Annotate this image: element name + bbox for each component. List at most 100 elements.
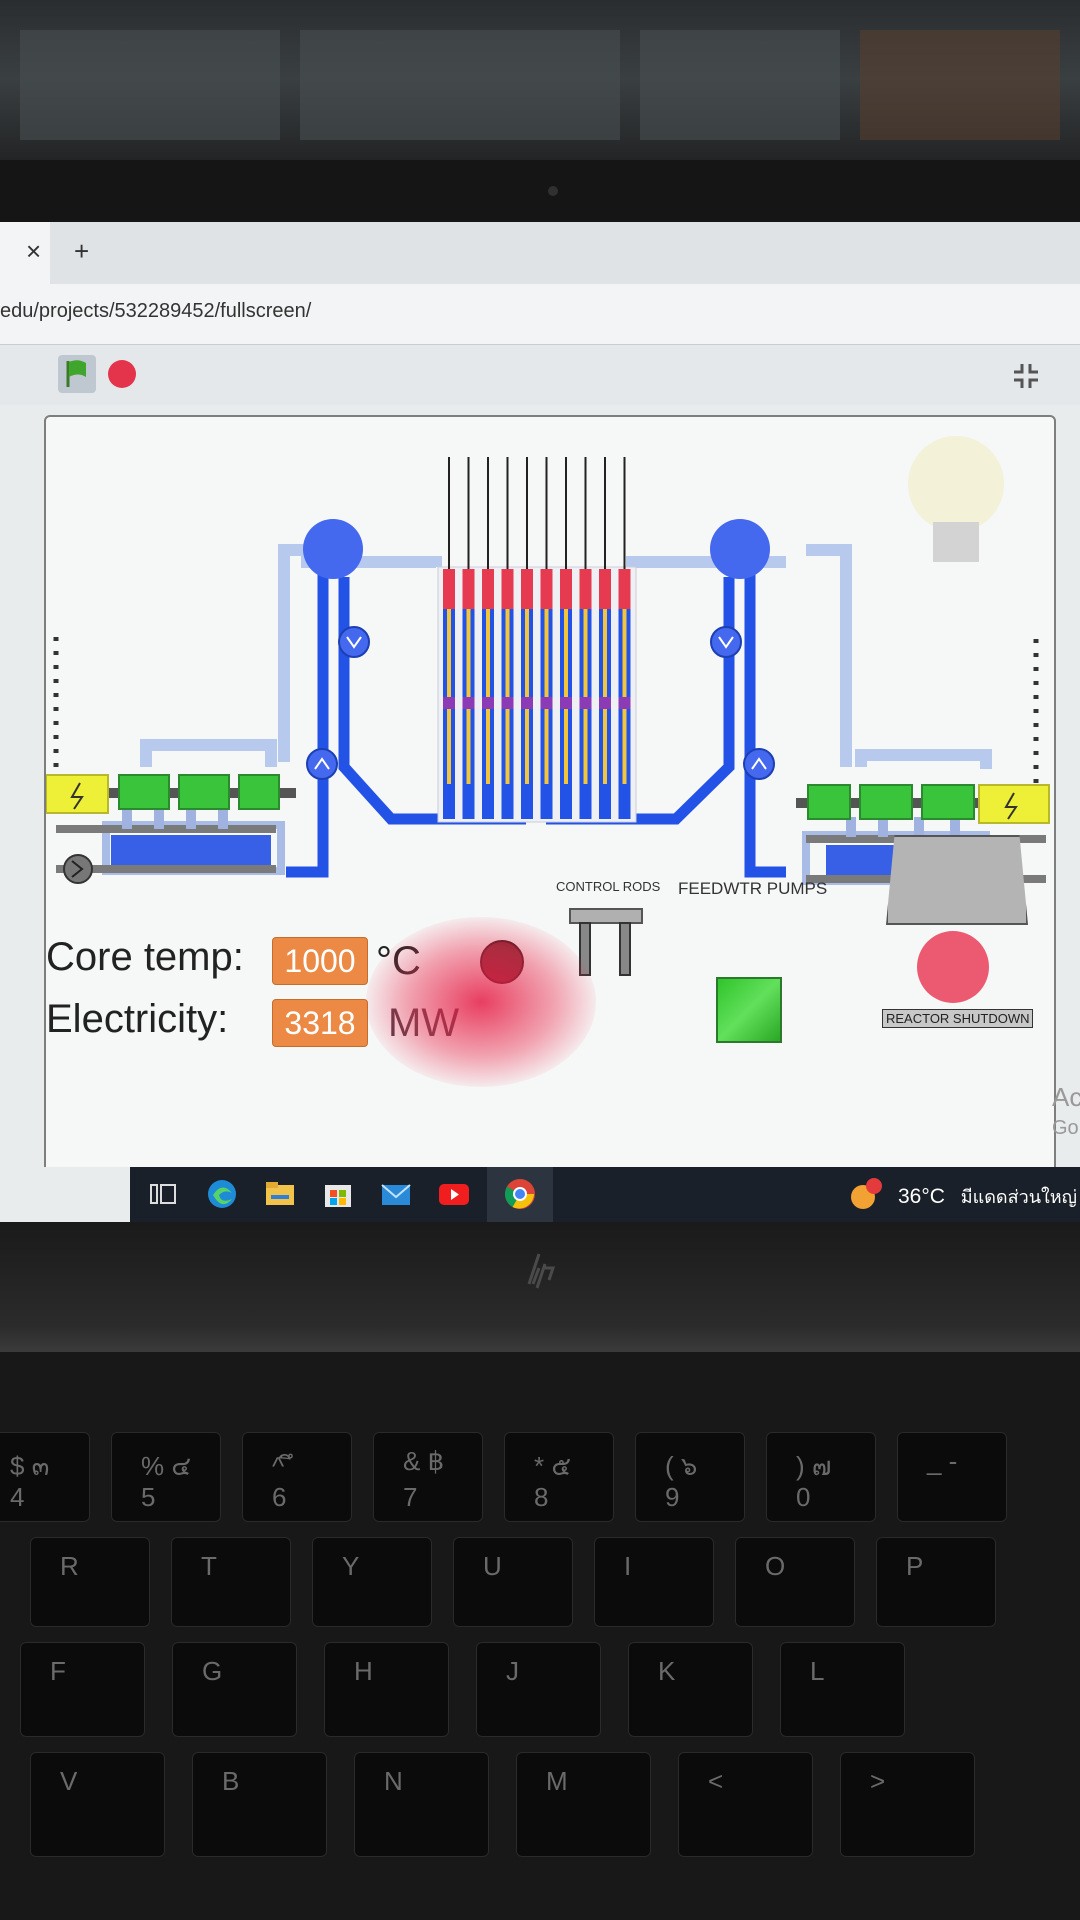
keyboard-key[interactable]: H [324, 1642, 449, 1737]
active-tab[interactable] [0, 222, 50, 284]
turbine-feed-pipes [122, 809, 960, 837]
tab-close-button[interactable]: × [26, 236, 42, 266]
key-label: 5 [141, 1482, 156, 1512]
reactor-shutdown-button[interactable] [917, 931, 989, 1003]
address-bar[interactable]: edu/projects/532289452/fullscreen/ [0, 284, 1080, 345]
rod-tip [618, 569, 631, 609]
chrome-icon[interactable] [503, 1177, 537, 1211]
key-label: O [765, 1551, 786, 1581]
keyboard-key[interactable]: P [876, 1537, 996, 1627]
keyboard-key[interactable]: & ฿7 [373, 1432, 483, 1522]
keyboard-key[interactable]: > [840, 1752, 975, 1857]
rod-band [521, 697, 533, 709]
key-label: R [60, 1551, 79, 1581]
key-label: H [354, 1656, 373, 1686]
control-rods-toggle[interactable] [566, 905, 646, 985]
keyboard-key[interactable]: Y [312, 1537, 432, 1627]
keyboard-key[interactable]: M [516, 1752, 651, 1857]
rod-band [443, 697, 455, 709]
keyboard-key[interactable]: V [30, 1752, 165, 1857]
keyboard-key[interactable]: ^ ึ6 [242, 1432, 352, 1522]
rod-tip [579, 569, 592, 609]
key-label: G [202, 1656, 223, 1686]
fuel-rod [583, 609, 588, 784]
keyboard-key[interactable]: < [678, 1752, 813, 1857]
keyboard-key[interactable]: _ - [897, 1432, 1007, 1522]
key-label: 6 [272, 1482, 287, 1512]
feedwater-pumps-toggle[interactable] [716, 977, 782, 1043]
fuel-rod [505, 609, 510, 784]
key-label: M [546, 1766, 568, 1796]
right-steam-drum [710, 519, 770, 579]
feedwater-pumps-label: FEEDWTR PUMPS [678, 879, 828, 898]
keyboard-key[interactable]: J [476, 1642, 601, 1737]
keyboard-key[interactable]: L [780, 1642, 905, 1737]
key-label: B [222, 1766, 240, 1796]
new-tab-button[interactable]: + [74, 236, 90, 266]
stop-button[interactable] [108, 360, 136, 388]
keyboard-key[interactable]: G [172, 1642, 297, 1737]
key-label: < [708, 1766, 724, 1796]
turbines [118, 774, 975, 820]
rod-tip [443, 569, 455, 609]
rod-band [462, 697, 475, 709]
keyboard-key[interactable]: B [192, 1752, 327, 1857]
fuel-rod [603, 609, 607, 784]
key-label: F [50, 1656, 66, 1686]
green-flag-button[interactable] [58, 355, 96, 393]
url-text[interactable]: edu/projects/532289452/fullscreen/ [0, 300, 312, 322]
weather-temp: 36°C [898, 1185, 945, 1208]
key-label: 9 [665, 1482, 680, 1512]
simulation-stage: CONTROL RODS FEEDWTR PUMPS REACTOR SHUTD… [44, 415, 1056, 1187]
right-circulation-pump [710, 626, 742, 658]
key-label: 4 [10, 1482, 25, 1512]
keyboard-key[interactable]: N [354, 1752, 489, 1857]
task-view-icon[interactable] [147, 1177, 181, 1211]
fuel-rod [622, 609, 627, 784]
key-label: V [60, 1766, 78, 1796]
keyboard-key[interactable]: I [594, 1537, 714, 1627]
keyboard-key[interactable]: F [20, 1642, 145, 1737]
key-label: Y [342, 1551, 360, 1581]
rod-tip [560, 569, 572, 609]
exit-fullscreen-button[interactable] [1010, 360, 1042, 392]
file-explorer-icon[interactable] [263, 1177, 297, 1211]
rod-tip [521, 569, 533, 609]
electricity-label: Electricity: [46, 997, 229, 1041]
hp-logo-icon [527, 1253, 556, 1289]
reactor-core [437, 457, 637, 823]
right-feedwater-pump [743, 748, 775, 780]
store-icon[interactable] [321, 1177, 355, 1211]
keyboard-key[interactable]: K [628, 1642, 753, 1737]
control-rods-label: CONTROL RODS [556, 879, 661, 894]
keyboard-key[interactable]: T [171, 1537, 291, 1627]
exit-fullscreen-icon [1014, 364, 1038, 388]
shutdown-cover[interactable] [886, 835, 1028, 925]
keyboard-key[interactable]: O [735, 1537, 855, 1627]
rod-band [560, 697, 572, 709]
fuel-rod [466, 609, 471, 784]
left-steam-drum [303, 519, 363, 579]
keyboard-key[interactable]: U [453, 1537, 573, 1627]
key-label: I [624, 1551, 632, 1581]
youtube-icon[interactable] [437, 1177, 471, 1211]
rod-band [501, 697, 514, 709]
left-condenser-pump [63, 854, 93, 884]
key-label: J [506, 1656, 519, 1686]
keyboard-key[interactable]: R [30, 1537, 150, 1627]
edge-icon[interactable] [205, 1177, 239, 1211]
mail-icon[interactable] [379, 1177, 413, 1211]
browser-tab-bar: × + [0, 222, 1080, 284]
electricity-value: 3318 [272, 999, 368, 1047]
weather-icon[interactable] [848, 1177, 884, 1213]
key-label: * ๕ [534, 1451, 572, 1481]
weather-widget[interactable]: 36°C มีแดดส่วนใหญ่ [898, 1182, 1077, 1211]
edge-text-1: Ac [1052, 1082, 1080, 1112]
windows-taskbar: 36°C มีแดดส่วนใหญ่ [130, 1167, 1080, 1222]
key-label: P [906, 1551, 924, 1581]
